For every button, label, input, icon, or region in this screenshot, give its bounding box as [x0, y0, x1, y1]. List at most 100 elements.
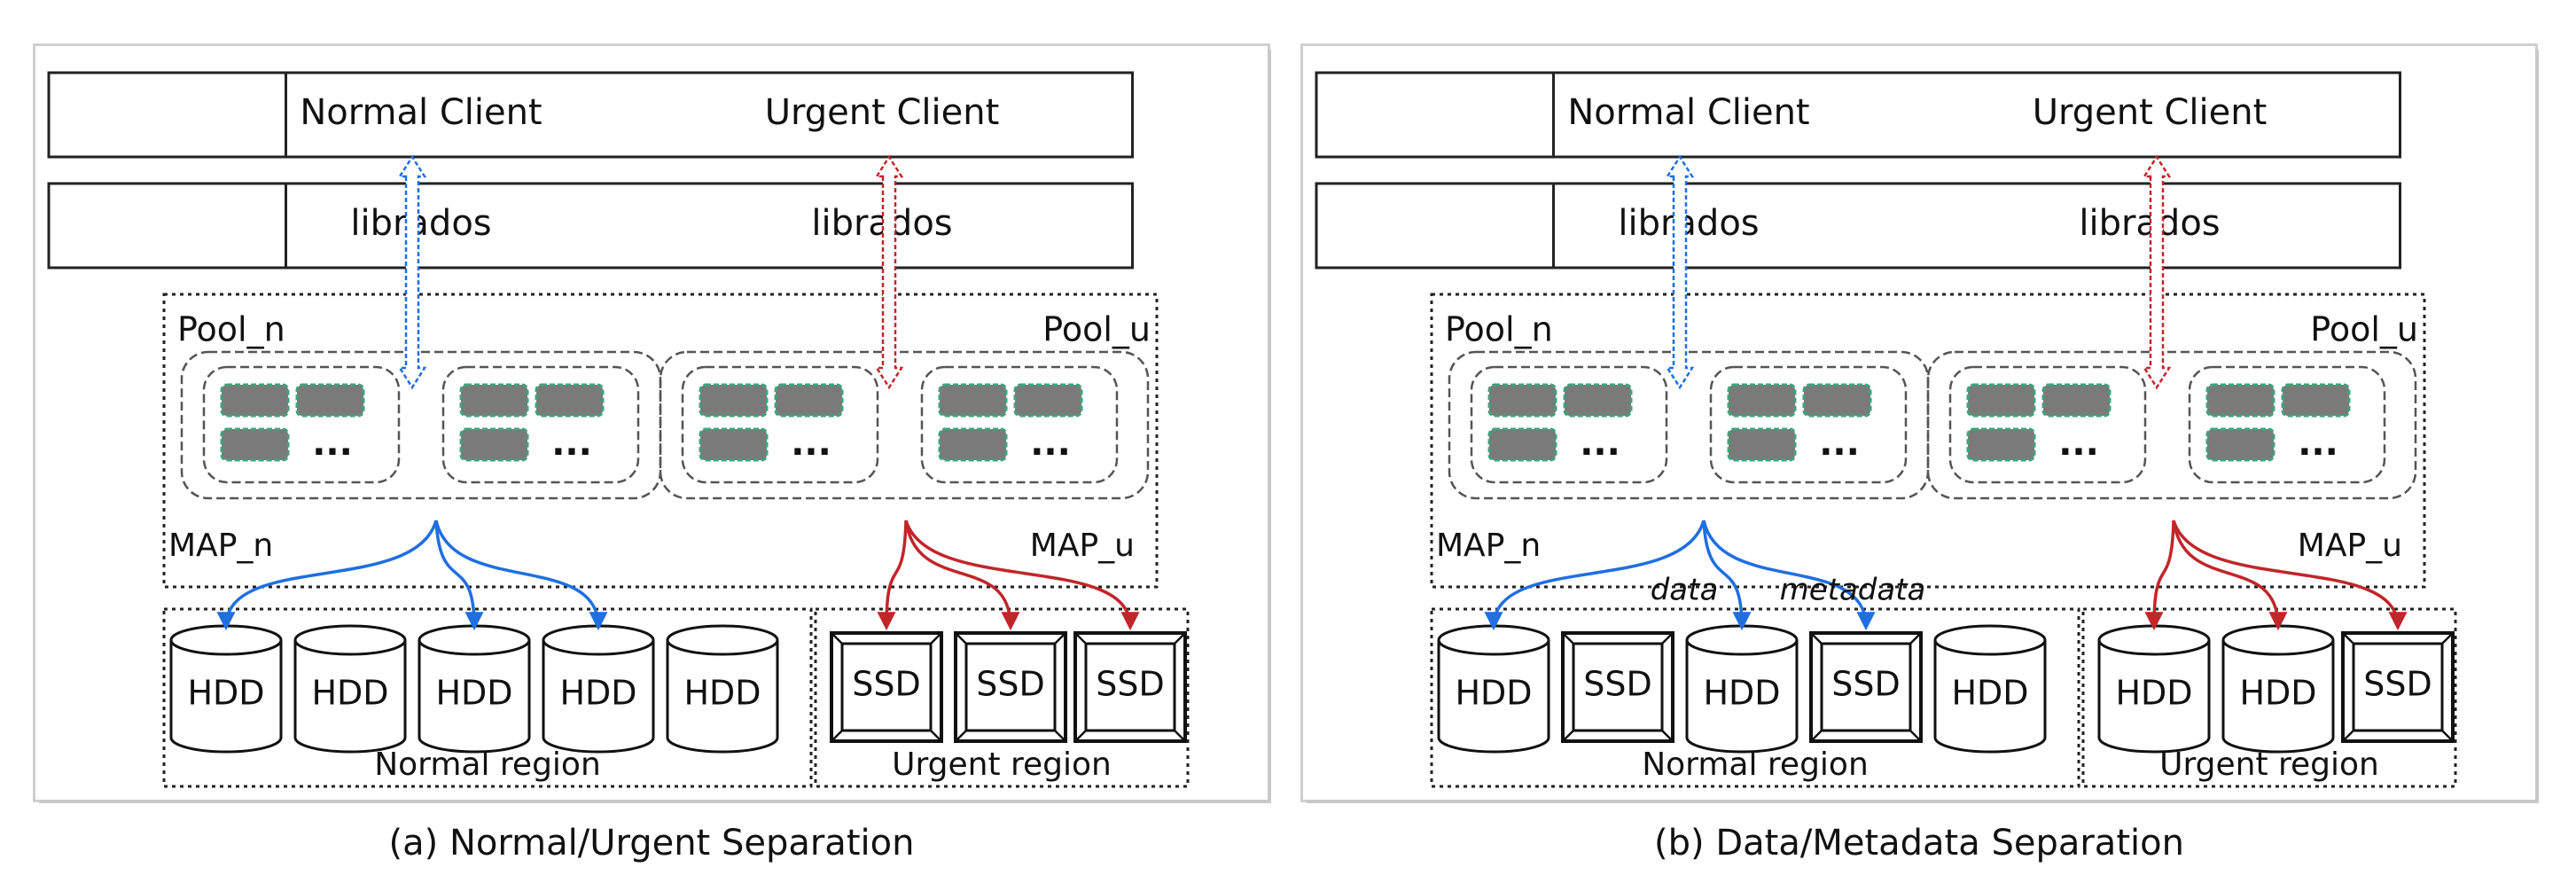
- ellipsis-label: ...: [791, 423, 831, 464]
- ssd-label: SSD: [852, 665, 921, 704]
- hdd-top: [666, 624, 779, 656]
- ssd-corner: [1174, 632, 1186, 645]
- ssd-inner: [840, 642, 933, 732]
- object-block: [1727, 427, 1797, 462]
- hdd-label: HDD: [311, 674, 388, 713]
- ssd-corner: [1909, 632, 1922, 645]
- hdd-top: [2097, 624, 2211, 656]
- ssd-corner: [930, 632, 942, 645]
- pool-region-box: [162, 293, 1159, 589]
- ssd-inner: [1820, 642, 1912, 732]
- normal-map-arrow: [434, 520, 484, 631]
- object-block: [1013, 383, 1083, 418]
- pool-n-label: Pool_n: [177, 310, 285, 349]
- ssd-corner: [1661, 632, 1674, 645]
- normal-disk-ssd: SSD: [1561, 631, 1674, 743]
- hdd-label: HDD: [559, 674, 636, 713]
- hdd-body: [542, 640, 655, 754]
- pool-n-label: Pool_n: [1445, 310, 1553, 349]
- normal-io-arrow-shape: [397, 154, 427, 390]
- hdd-label: HDD: [435, 674, 512, 713]
- urgent-map-arrow: [2172, 520, 2288, 631]
- normal-map-arrow: [1702, 520, 1752, 631]
- hdd-body: [1437, 640, 1550, 754]
- hdd-body: [1685, 640, 1799, 754]
- object-block: [295, 383, 365, 418]
- urgent-io-arrow: [874, 154, 904, 390]
- normal-map-arrow: [216, 520, 438, 631]
- ssd-label: SSD: [1831, 665, 1901, 704]
- map-n-label: MAP_n: [168, 528, 273, 564]
- pool-region-box: [1430, 293, 2426, 589]
- ssd-inner: [1572, 642, 1664, 732]
- normal-disk-hdd: HDD: [542, 624, 655, 754]
- urgent-client-box: [1552, 71, 2401, 159]
- hdd-label: HDD: [1455, 674, 1532, 713]
- ssd-corner: [2441, 632, 2454, 645]
- object-block: [2205, 383, 2275, 418]
- urgent-region-label: Urgent region: [892, 746, 1112, 783]
- object-block: [699, 383, 769, 418]
- hdd-top: [418, 624, 531, 656]
- hdd-body: [2097, 640, 2211, 754]
- ellipsis-label: ...: [312, 423, 353, 464]
- caption-a: (a) Normal/Urgent Separation: [388, 823, 915, 864]
- normal-map-arrow: [1702, 520, 1876, 631]
- normal-librados-label: librados: [350, 203, 491, 244]
- urgent-map-arrow: [904, 520, 1020, 631]
- ssd-corner: [831, 730, 843, 742]
- ssd-corner: [1661, 730, 1674, 742]
- normal-disk-hdd: HDD: [1685, 624, 1799, 754]
- object-block: [938, 383, 1008, 418]
- object-block: [938, 427, 1008, 462]
- normal-disk-hdd: HDD: [293, 624, 407, 754]
- urgent-map-arrow: [904, 520, 1140, 631]
- hdd-body: [2221, 640, 2335, 754]
- hdd-body: [418, 640, 531, 754]
- urgent-io-arrow: [2142, 154, 2172, 390]
- hdd-top: [1437, 624, 1550, 656]
- ellipsis-label: ...: [1580, 423, 1620, 464]
- object-block: [220, 383, 290, 418]
- hdd-label: HDD: [683, 674, 761, 713]
- hdd-label: HDD: [2115, 674, 2192, 713]
- hdd-label: HDD: [1951, 674, 2028, 713]
- ssd-corner: [1054, 632, 1066, 645]
- hdd-label: HDD: [1703, 674, 1780, 713]
- urgent-disk-ssd: SSD: [954, 631, 1067, 743]
- normal-disk-hdd: HDD: [418, 624, 531, 754]
- ssd-corner: [955, 730, 967, 742]
- ssd-inner: [964, 642, 1057, 732]
- object-block: [1487, 427, 1557, 462]
- urgent-io-arrow-shape: [874, 154, 904, 390]
- normal-disk-ssd: SSD: [1809, 631, 1923, 743]
- object-block: [2205, 427, 2275, 462]
- normal-map-arrow: [434, 520, 608, 631]
- normal-disk-hdd: HDD: [1437, 624, 1550, 754]
- hdd-body: [1933, 640, 2047, 754]
- normal-client-label: Normal Client: [300, 92, 542, 133]
- ssd-corner: [1054, 730, 1066, 742]
- ssd-inner: [1084, 642, 1176, 732]
- urgent-client-label: Urgent Client: [2033, 92, 2268, 133]
- object-block: [1487, 383, 1557, 418]
- hdd-top: [1685, 624, 1799, 656]
- normal-client-label: Normal Client: [1567, 92, 1809, 133]
- urgent-disk-ssd: SSD: [830, 631, 943, 743]
- object-block: [699, 427, 769, 462]
- ssd-corner: [1562, 730, 1574, 742]
- ssd-corner: [2342, 632, 2354, 645]
- normal-io-arrow: [1665, 154, 1695, 390]
- object-block: [1563, 383, 1633, 418]
- object-block: [1802, 383, 1872, 418]
- object-block: [1966, 383, 2036, 418]
- ssd-corner: [1174, 730, 1186, 742]
- ellipsis-label: ...: [551, 423, 592, 464]
- urgent-region-box: [2081, 607, 2457, 788]
- hdd-label: HDD: [2239, 674, 2316, 713]
- urgent-map-arrow: [877, 520, 908, 631]
- ssd-corner: [1074, 632, 1087, 645]
- urgent-client-label: Urgent Client: [765, 92, 1000, 133]
